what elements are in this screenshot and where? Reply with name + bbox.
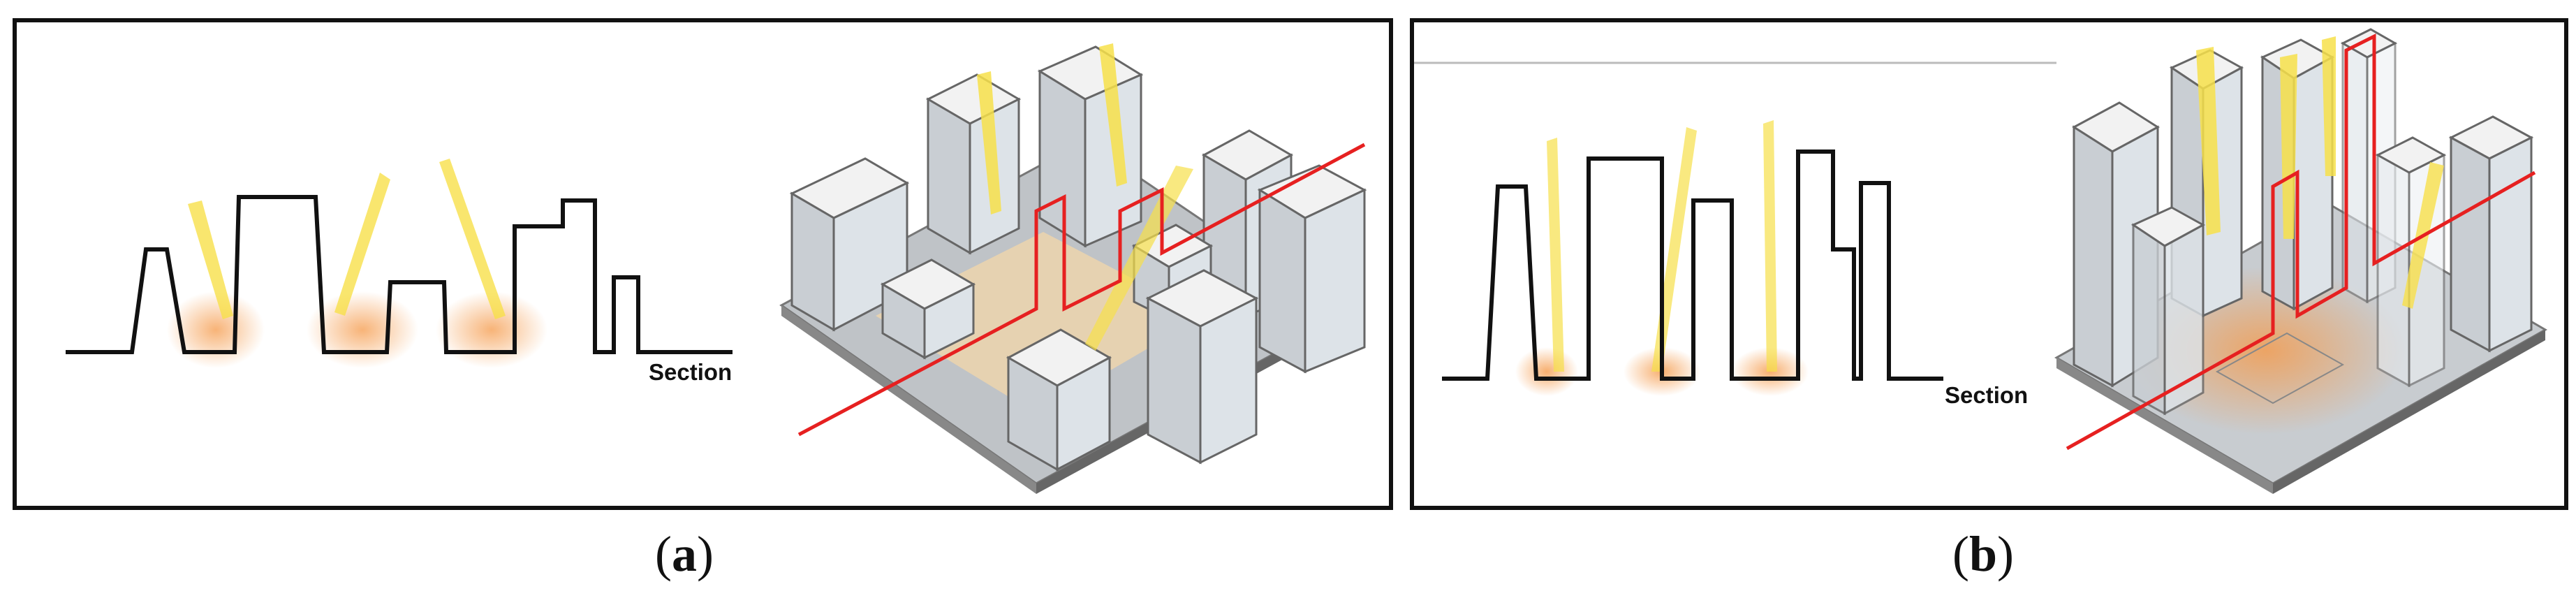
building (1006, 328, 1112, 472)
sun-ray (2322, 36, 2336, 176)
sun-ray (1651, 127, 1697, 372)
sun-ray (977, 71, 1001, 214)
sun-ray (334, 173, 390, 316)
caption-letter: b (1968, 526, 1998, 582)
section-label: Section (649, 359, 732, 385)
building (2448, 115, 2534, 353)
figure-panel-b: Section (1410, 18, 2568, 510)
building (2130, 206, 2206, 416)
caption-paren: ( (655, 526, 672, 582)
sun-ray (188, 201, 233, 319)
sun-ray (439, 159, 506, 319)
section-label: Section (1945, 382, 2028, 408)
section-cut-line (797, 143, 1366, 437)
light-glow (167, 291, 265, 368)
light-glow (1515, 347, 1578, 396)
caption-b: (b) (1952, 525, 2014, 583)
isometric-block-model-a (779, 43, 1367, 494)
caption-letter: a (671, 526, 697, 582)
building (1257, 164, 1367, 374)
isometric-block-model-b (2054, 28, 2548, 494)
caption-paren: ) (696, 526, 714, 582)
panel-a-illustration: Section (66, 43, 1367, 494)
building (1145, 269, 1259, 465)
figure-panel-a: Section (13, 18, 1393, 510)
sun-ray (1547, 138, 1564, 372)
sun-ray (2280, 54, 2297, 239)
section-diagram-b: Section (1442, 120, 2028, 408)
caption-paren: ) (1997, 526, 2015, 582)
building (880, 258, 976, 360)
section-diagram-a: Section (66, 159, 733, 385)
building (925, 73, 1022, 255)
section-cut-line (2066, 33, 2536, 451)
courtyard-outline (2215, 332, 2345, 404)
caption-a: (a) (655, 525, 714, 583)
building-section-profile (66, 195, 733, 354)
building-section-profile (1442, 150, 1943, 381)
building (2375, 136, 2447, 388)
sun-ray (1085, 166, 1193, 351)
sun-ray (1763, 120, 1777, 372)
caption-paren: ( (1952, 526, 1969, 582)
sun-ray (2196, 47, 2221, 235)
sun-ray (1099, 43, 1127, 187)
light-glow (436, 291, 547, 368)
building (1037, 45, 1144, 248)
panel-b-illustration: Section (1414, 28, 2548, 494)
